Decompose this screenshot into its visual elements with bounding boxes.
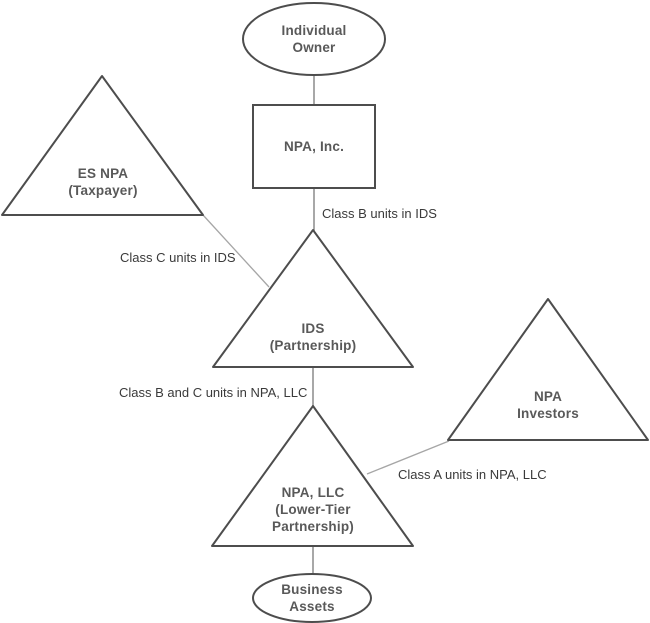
node-label-line: (Lower-Tier — [275, 502, 351, 517]
node-label-line: NPA, Inc. — [283, 139, 345, 154]
node-label-es-npa: ES NPA (Taxpayer) — [68, 165, 137, 199]
node-label-line: IDS — [301, 321, 325, 336]
node-label-line: ES NPA — [77, 166, 129, 181]
business-assets-ellipse — [252, 573, 372, 623]
edge-label-class-b-and-c-units-in-npa-llc: Class B and C units in NPA, LLC — [119, 385, 308, 400]
es-npa-triangle — [1, 75, 204, 216]
npa-llc-triangle — [211, 405, 414, 547]
node-label-line: Business — [281, 582, 343, 597]
ids-triangle — [212, 229, 414, 368]
node-label-ids: IDS (Partnership) — [270, 320, 357, 354]
node-label-line: Investors — [517, 406, 579, 421]
node-label-npa-inc: NPA, Inc. — [284, 138, 344, 155]
edge-label-class-c-units-in-ids: Class C units in IDS — [120, 250, 236, 265]
edge-label-class-b-units-in-ids: Class B units in IDS — [322, 206, 437, 221]
node-label-npa-investors: NPA Investors — [517, 388, 579, 422]
node-label-line: (Partnership) — [269, 338, 357, 353]
node-label-line: Partnership) — [272, 519, 354, 534]
node-label-individual-owner: Individual Owner — [281, 22, 346, 56]
node-label-business-assets: Business Assets — [281, 581, 343, 615]
edge-label-class-a-units-in-npa-llc: Class A units in NPA, LLC — [398, 467, 547, 482]
individual-owner-ellipse — [242, 2, 386, 76]
node-label-line: (Taxpayer) — [68, 183, 138, 198]
node-label-npa-llc: NPA, LLC (Lower-Tier Partnership) — [272, 484, 354, 535]
edge-npa-investors-to-npa-llc-line — [366, 440, 450, 475]
npa-investors-triangle — [447, 298, 649, 441]
node-label-line: NPA, LLC — [281, 485, 345, 500]
edge-es-npa-to-ids-line — [202, 214, 270, 288]
node-label-line: Assets — [289, 599, 335, 614]
node-label-line: Individual — [281, 23, 347, 38]
node-label-line: Owner — [292, 40, 336, 55]
npa-inc-rectangle — [252, 104, 376, 189]
node-label-line: NPA — [533, 389, 563, 404]
